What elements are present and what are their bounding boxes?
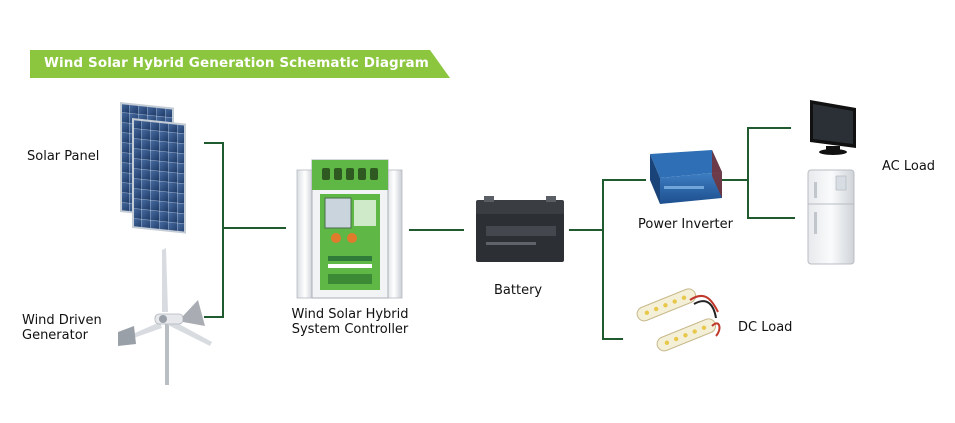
ac-load-label: AC Load: [882, 159, 936, 174]
battery-label: Battery: [494, 283, 543, 298]
controller-label-line2: System Controller: [291, 322, 409, 337]
wind-turbine-icon: [118, 248, 212, 385]
wire-solar: [204, 142, 224, 229]
solar-panel-icon: [120, 102, 186, 234]
wind-generator-label-line1: Wind Driven: [22, 313, 102, 328]
battery-icon: [476, 196, 564, 262]
controller-label: Wind Solar Hybrid System Controller: [272, 307, 428, 337]
title-banner: Wind Solar Hybrid Generation Schematic D…: [30, 50, 450, 78]
led-lamp-icon: [636, 288, 721, 352]
controller-icon: [296, 159, 403, 299]
tv-icon: [810, 100, 856, 155]
power-inverter-label: Power Inverter: [638, 217, 733, 232]
inverter-icon: [650, 150, 722, 204]
wind-generator-label-line2: Generator: [22, 328, 89, 343]
dc-load-label: DC Load: [738, 320, 793, 335]
wire-wind: [204, 227, 224, 318]
solar-panel-label: Solar Panel: [27, 149, 100, 164]
refrigerator-icon: [807, 169, 855, 265]
diagram-title: Wind Solar Hybrid Generation Schematic D…: [44, 55, 429, 71]
controller-label-line1: Wind Solar Hybrid: [291, 307, 409, 322]
wind-generator-label: Wind Driven Generator: [22, 313, 102, 343]
title-banner-shape: [30, 50, 450, 78]
